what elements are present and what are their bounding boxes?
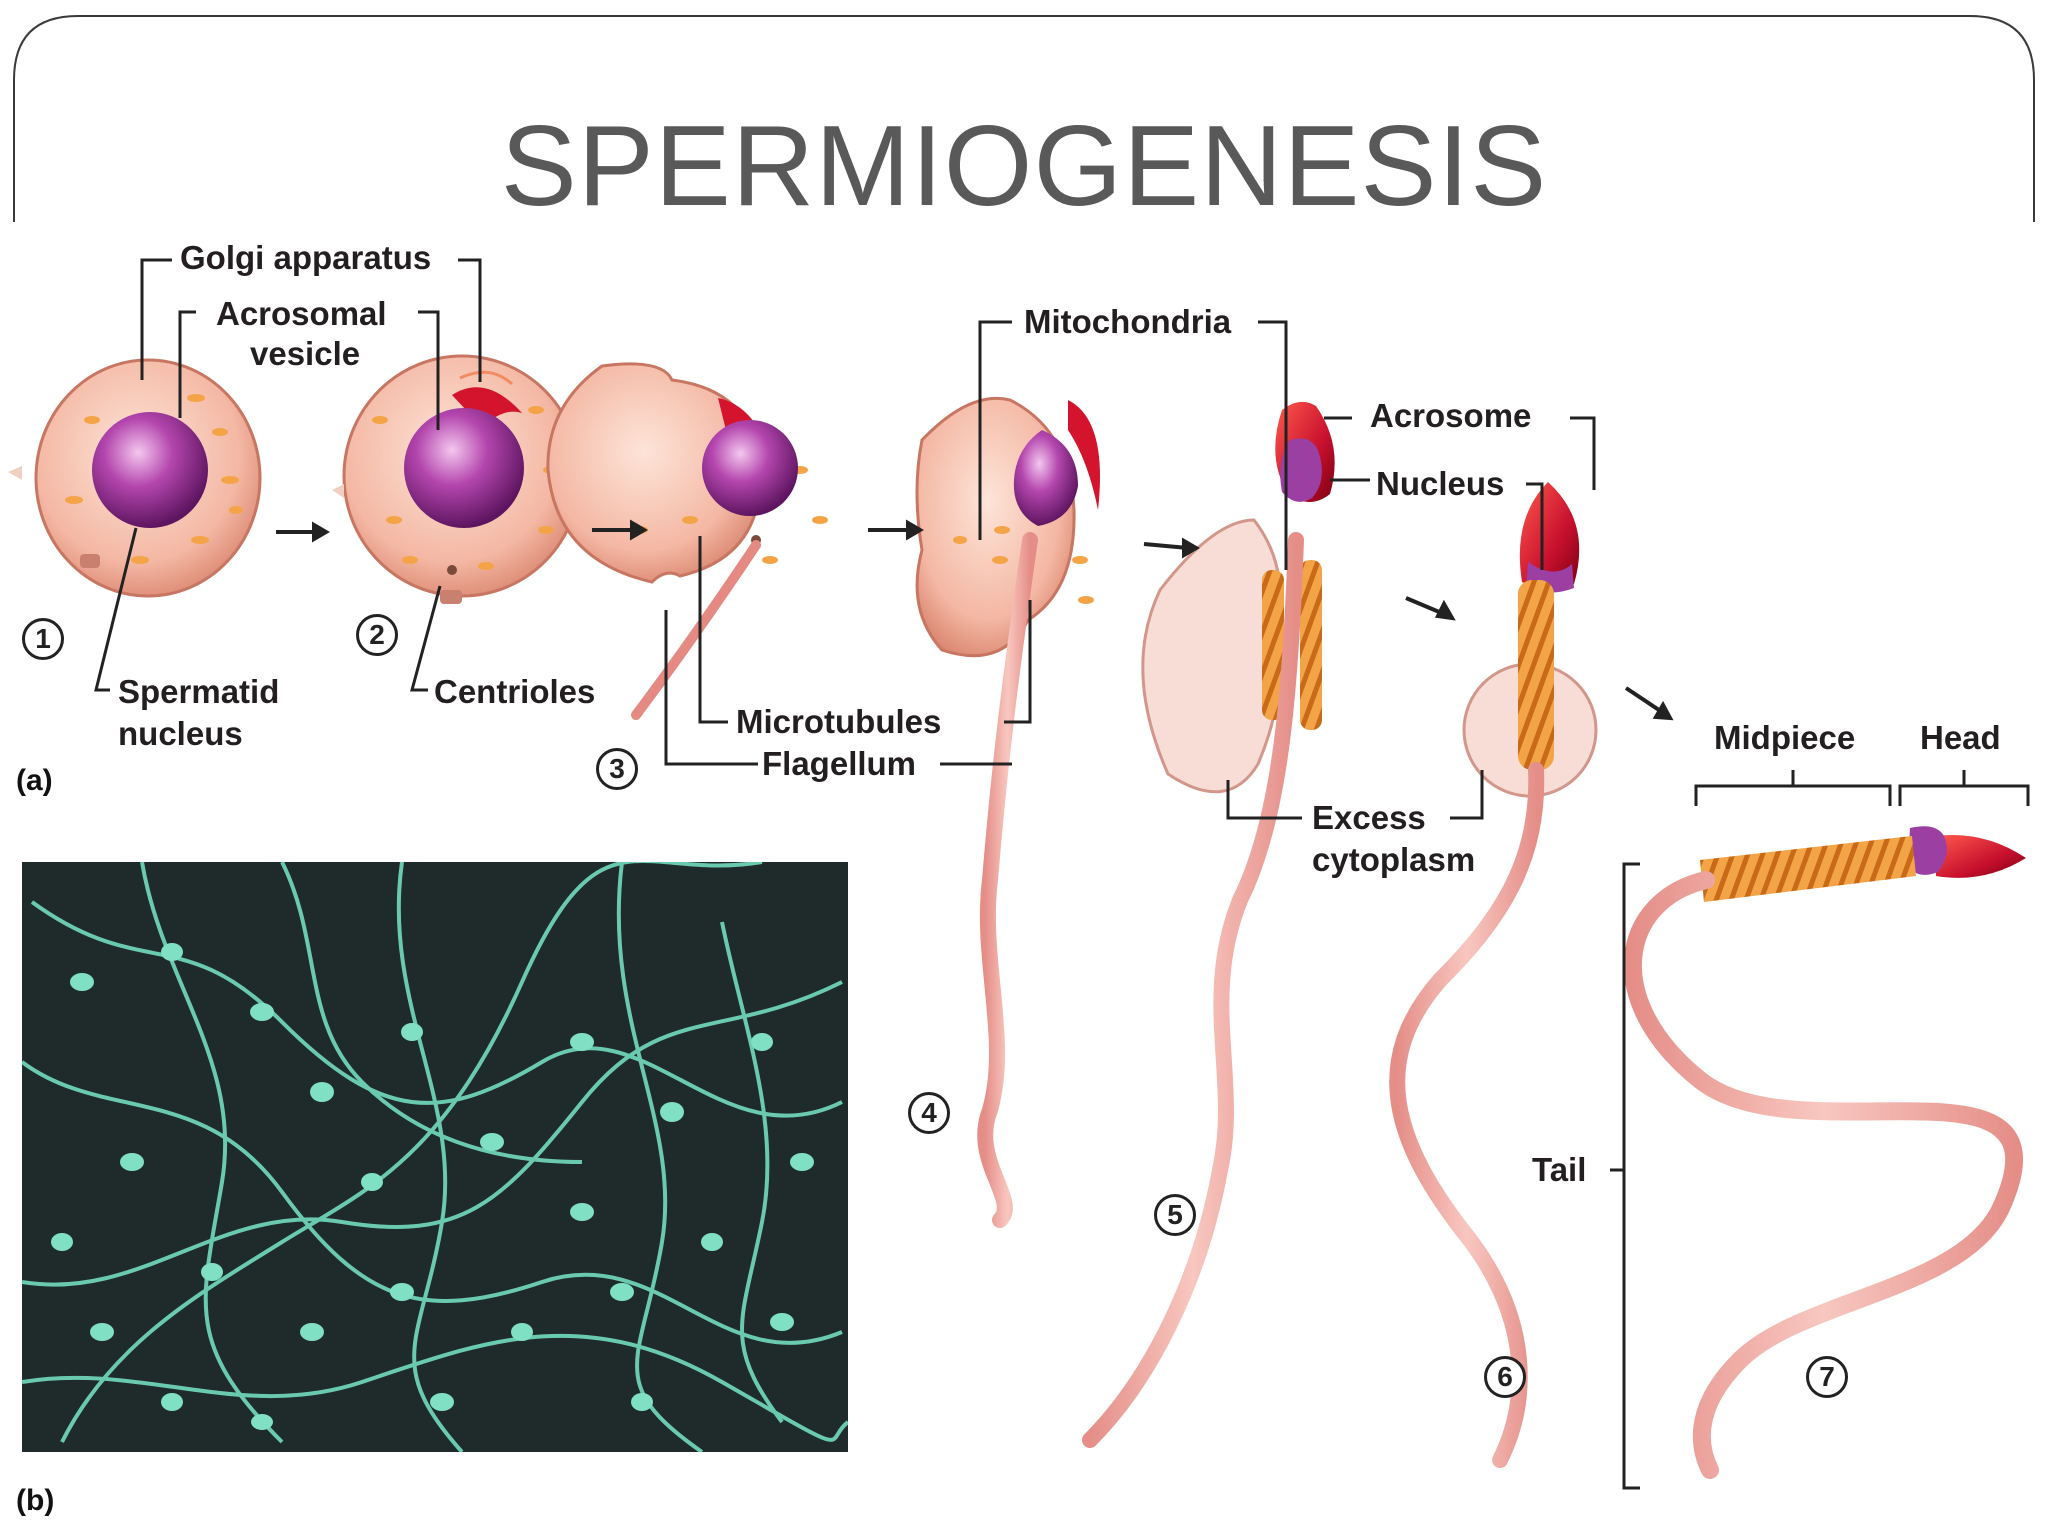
sperm-micrograph: [22, 862, 848, 1452]
label-acrosome: Acrosome: [1370, 397, 1532, 434]
sperm-stage-7: [1624, 826, 2026, 1479]
label-spermatid-nucleus-line2: nucleus: [118, 715, 243, 752]
label-excess-cytoplasm-line1: Excess: [1312, 799, 1426, 836]
cell-stage-3: [546, 362, 828, 720]
slide-title: SPERMIOGENESIS: [500, 103, 1548, 230]
label-spermatid-nucleus-line1: Spermatid: [118, 673, 280, 710]
label-excess-cytoplasm-line2: cytoplasm: [1312, 841, 1476, 878]
label-golgi-apparatus: Golgi apparatus: [180, 239, 432, 276]
step-number-1: 1: [22, 618, 64, 660]
label-acrosomal-vesicle-line1: Acrosomal: [216, 295, 387, 332]
cell-stage-2: [332, 354, 582, 604]
label-flagellum: Flagellum: [762, 745, 917, 782]
label-microtubules: Microtubules: [736, 703, 942, 740]
step-number-7: 7: [1806, 1356, 1848, 1398]
step-number-2: 2: [356, 614, 398, 656]
cell-stage-6: [1389, 482, 1598, 1468]
label-centrioles: Centrioles: [434, 673, 596, 710]
label-midpiece: Midpiece: [1714, 719, 1856, 756]
step-number-5: 5: [1154, 1194, 1196, 1236]
step-number-4: 4: [908, 1092, 950, 1134]
leader-lines: [94, 258, 2030, 1490]
cell-stage-4: [915, 396, 1100, 1228]
label-tail: Tail: [1532, 1151, 1587, 1188]
panel-label-a: (a): [16, 764, 53, 797]
cell-stage-5: [1082, 401, 1335, 1448]
label-mitochondria: Mitochondria: [1024, 303, 1232, 340]
panel-label-b: (b): [16, 1484, 55, 1517]
label-head: Head: [1920, 719, 2001, 756]
label-acrosomal-vesicle-line2: vesicle: [250, 335, 361, 372]
label-nucleus: Nucleus: [1376, 465, 1505, 502]
step-number-6: 6: [1484, 1356, 1526, 1398]
step-number-3: 3: [596, 748, 638, 790]
stage-arrows: [276, 519, 1674, 721]
cell-stage-1: [8, 358, 262, 598]
